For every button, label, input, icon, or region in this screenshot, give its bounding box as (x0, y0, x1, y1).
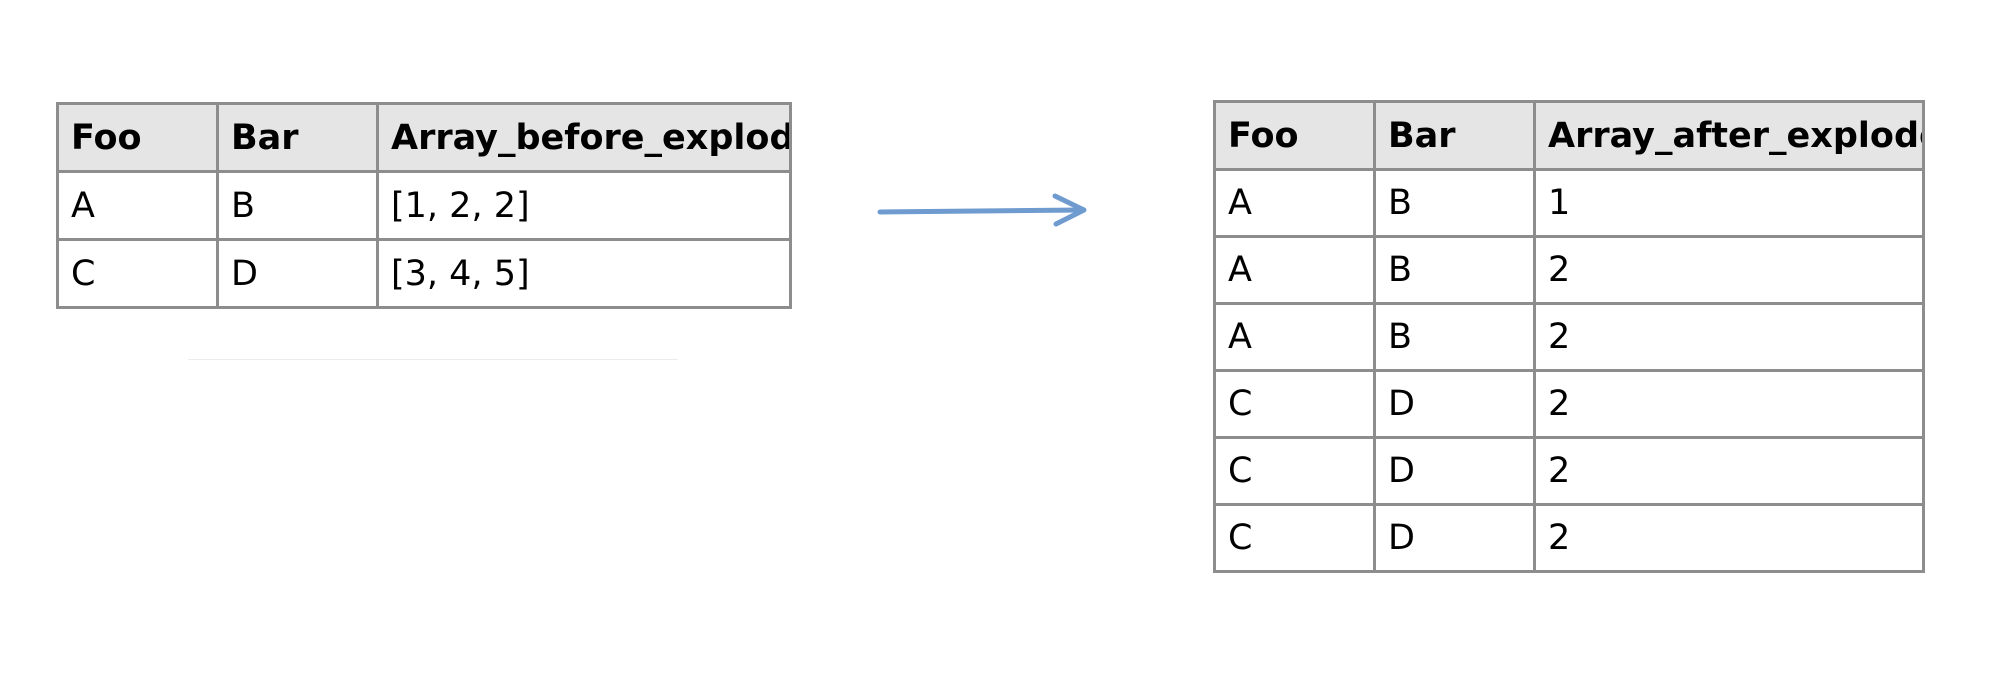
cell-value: 1 (1533, 168, 1925, 238)
header-bar: Bar (216, 102, 379, 173)
table-header-row: Foo Bar Array_before_explode (56, 102, 792, 173)
cell-bar: D (1373, 436, 1536, 506)
table-row: C D 2 (1213, 436, 1925, 506)
table-row: A B 2 (1213, 235, 1925, 305)
header-foo: Foo (1213, 100, 1376, 171)
cell-foo: C (1213, 436, 1376, 506)
header-array-before-explode: Array_before_explode (376, 102, 792, 173)
cell-array: [3, 4, 5] (376, 238, 792, 309)
cell-bar: B (1373, 168, 1536, 238)
after-explode-table: Foo Bar Array_after_explode A B 1 A B 2 … (1213, 100, 1925, 573)
cell-bar: B (216, 170, 379, 241)
cell-bar: B (1373, 302, 1536, 372)
table-row: C D 2 (1213, 369, 1925, 439)
cell-foo: C (1213, 503, 1376, 573)
cell-bar: D (216, 238, 379, 309)
cell-foo: A (1213, 168, 1376, 238)
table-row: A B [1, 2, 2] (56, 170, 792, 241)
table-row: C D 2 (1213, 503, 1925, 573)
cell-value: 2 (1533, 235, 1925, 305)
header-bar: Bar (1373, 100, 1536, 171)
cell-foo: A (1213, 302, 1376, 372)
before-explode-table: Foo Bar Array_before_explode A B [1, 2, … (56, 102, 792, 309)
table-row: A B 1 (1213, 168, 1925, 238)
cell-array: [1, 2, 2] (376, 170, 792, 241)
cell-foo: C (1213, 369, 1376, 439)
header-foo: Foo (56, 102, 219, 173)
cell-value: 2 (1533, 369, 1925, 439)
cell-value: 2 (1533, 302, 1925, 372)
cell-foo: A (56, 170, 219, 241)
table-row: C D [3, 4, 5] (56, 238, 792, 309)
header-array-after-explode: Array_after_explode (1533, 100, 1925, 171)
table-row: A B 2 (1213, 302, 1925, 372)
cell-value: 2 (1533, 503, 1925, 573)
cell-bar: D (1373, 503, 1536, 573)
table-header-row: Foo Bar Array_after_explode (1213, 100, 1925, 171)
cell-bar: D (1373, 369, 1536, 439)
cell-bar: B (1373, 235, 1536, 305)
cell-value: 2 (1533, 436, 1925, 506)
cell-foo: C (56, 238, 219, 309)
cell-foo: A (1213, 235, 1376, 305)
divider-line (188, 359, 678, 360)
arrow-right-icon (877, 193, 1087, 227)
